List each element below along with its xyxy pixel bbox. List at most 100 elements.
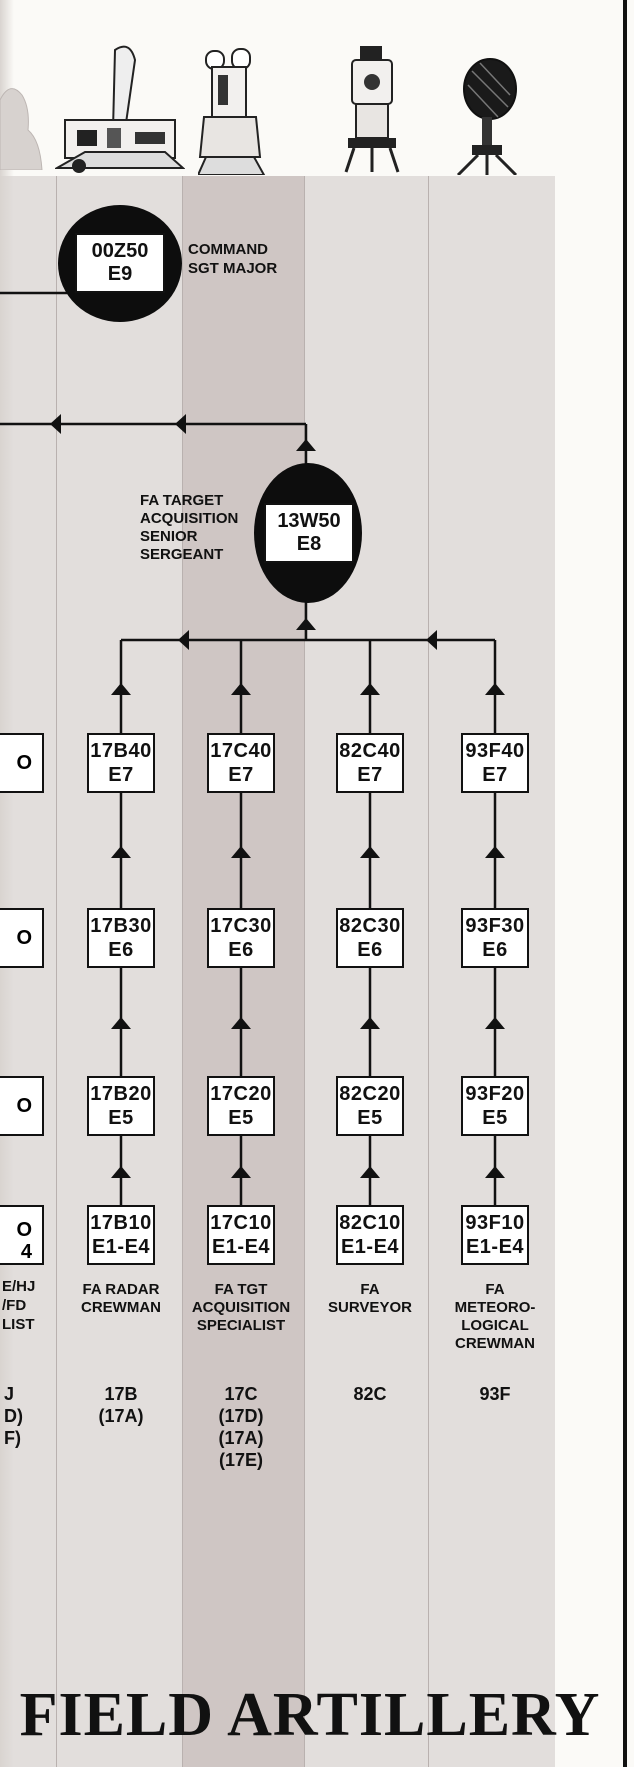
senior-grade: E8 — [296, 533, 322, 555]
mos-box-grade: E7 — [482, 764, 508, 786]
left-arrow-icon — [50, 414, 61, 434]
mos-column-title-line: FA — [485, 1281, 505, 1298]
mos-column-codes: 82C — [310, 1383, 430, 1405]
up-arrow-icon — [296, 439, 316, 451]
clipped-code-line: D) — [4, 1406, 23, 1426]
mos-column-title-line: SPECIALIST — [196, 1317, 286, 1334]
mos-box-grade: E7 — [357, 764, 383, 786]
clipped-box-grade: 4 — [20, 1241, 32, 1263]
mos-column-title-line: CREWMAN — [455, 1335, 535, 1352]
mos-box-code: 93F10 — [465, 1212, 525, 1234]
mos-box-code: 17B20 — [90, 1083, 152, 1105]
mos-column-codes: 93F — [435, 1383, 555, 1405]
mos-column-title-line: FA RADAR — [82, 1281, 160, 1298]
senior-sergeant-box: 13W50 E8 — [264, 503, 354, 563]
up-arrow-icon — [231, 1017, 251, 1029]
field-artillery-banner: FIELD ARTILLERY — [19, 1681, 601, 1749]
mos-column-title-line: METEORO- — [454, 1299, 536, 1316]
clipped-box: O 4 — [0, 1205, 44, 1265]
mos-code-line: 17C — [224, 1384, 258, 1404]
lane-background — [56, 176, 182, 1767]
lane-divider — [428, 176, 429, 1767]
mos-box-code: 82C10 — [339, 1212, 401, 1234]
up-arrow-icon — [111, 1017, 131, 1029]
mos-box-grade: E5 — [228, 1107, 254, 1129]
mos-box-grade: E1-E4 — [340, 1236, 400, 1258]
mos-box-code: 82C20 — [339, 1083, 401, 1105]
lane-background — [304, 176, 428, 1767]
mos-box-code: 93F20 — [465, 1083, 525, 1105]
clipped-code-line: J — [4, 1384, 15, 1404]
up-arrow-icon — [485, 1166, 505, 1178]
mos-box-code: 93F30 — [465, 915, 525, 937]
clipped-box-text: O — [16, 926, 32, 949]
mos-column-title-line: SURVEYOR — [328, 1299, 412, 1316]
up-arrow-icon — [111, 846, 131, 858]
survey-theodolite-icon — [344, 46, 400, 173]
command-title: COMMAND SGT MAJOR — [188, 240, 277, 278]
mos-box-grade: E5 — [482, 1107, 508, 1129]
mos-column-title-line: FA TGT — [214, 1281, 268, 1298]
clipped-box-text: O — [16, 751, 32, 774]
mos-box-code: 17B30 — [90, 915, 152, 937]
mos-code-line: 82C — [353, 1384, 387, 1404]
command-title-line: SGT MAJOR — [188, 260, 278, 277]
mos-column-title-line: ACQUISITION — [191, 1299, 291, 1316]
mos-box-grade: E7 — [228, 764, 254, 786]
mos-code-line: 17B — [104, 1384, 138, 1404]
clipped-box: O — [0, 1076, 44, 1136]
mos-box-code: 17B10 — [90, 1212, 152, 1234]
mos-box-code: 93F40 — [465, 740, 525, 762]
senior-title-line: SENIOR — [140, 528, 198, 545]
command-code: 00Z50 — [91, 240, 149, 262]
mos-box-grade: E7 — [108, 764, 134, 786]
mos-box-grade: E1-E4 — [91, 1236, 151, 1258]
clipped-code-line: F) — [4, 1428, 21, 1448]
mos-box-grade: E6 — [482, 939, 508, 961]
mos-box-code: 82C30 — [339, 915, 401, 937]
command-sgt-major-box: 00Z50 E9 — [75, 233, 165, 293]
mos-box-code: 17C40 — [210, 740, 272, 762]
up-arrow-icon — [231, 1166, 251, 1178]
clipped-title-line: /FD — [2, 1297, 27, 1314]
command-grade: E9 — [107, 263, 133, 285]
mos-box-grade: E1-E4 — [465, 1236, 525, 1258]
lane-background-highlight — [182, 176, 304, 1767]
up-arrow-icon — [360, 846, 380, 858]
up-arrow-icon — [231, 846, 251, 858]
up-arrow-icon — [360, 1166, 380, 1178]
mos-box-code: 82C40 — [339, 740, 401, 762]
mos-column-title-line: CREWMAN — [81, 1299, 161, 1316]
clipped-box-text: O — [16, 1094, 32, 1117]
up-arrow-icon — [485, 683, 505, 695]
mos-box-grade: E6 — [108, 939, 134, 961]
lane-background — [428, 176, 555, 1767]
mos-box-code: 17C10 — [210, 1212, 272, 1234]
left-arrow-icon — [426, 630, 437, 650]
senior-title: FA TARGET ACQUISITION SENIOR SERGEANT — [140, 492, 238, 564]
clipped-codes: J D) F) — [4, 1383, 23, 1449]
mos-box-grade: E5 — [357, 1107, 383, 1129]
mos-box-grade: E1-E4 — [211, 1236, 271, 1258]
command-title-line: COMMAND — [188, 241, 268, 258]
mos-code-line: (17D) — [218, 1406, 264, 1426]
mos-code-line: (17A) — [218, 1428, 264, 1448]
up-arrow-icon — [296, 618, 316, 630]
lane-divider — [182, 176, 183, 1767]
